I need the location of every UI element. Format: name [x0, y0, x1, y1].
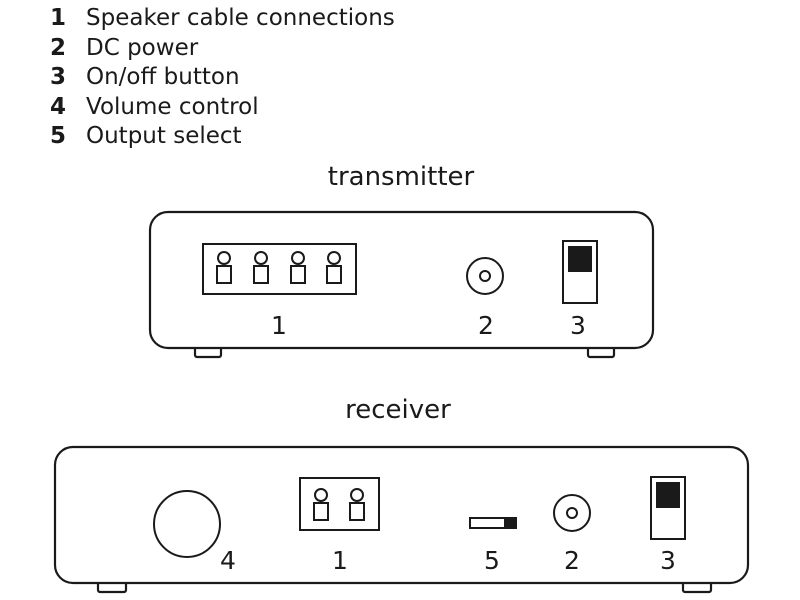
terminal-post [349, 488, 365, 521]
legend-item-1: 1 Speaker cable connections [50, 4, 395, 34]
legend-text: Volume control [86, 93, 259, 120]
receiver-label-volume: 4 [220, 546, 236, 575]
receiver-label-speaker: 1 [332, 546, 348, 575]
legend-item-3: 3 On/off button [50, 63, 395, 93]
legend-number: 5 [50, 123, 67, 149]
transmitter-dc-jack [466, 257, 504, 295]
receiver-body [53, 445, 750, 585]
transmitter-title: transmitter [328, 162, 475, 192]
legend-item-4: 4 Volume control [50, 93, 395, 123]
legend-item-2: 2 DC power [50, 34, 395, 64]
receiver-label-switch: 3 [660, 546, 676, 575]
legend-text: Output select [86, 123, 242, 149]
terminal-post [290, 251, 306, 284]
transmitter-unit [148, 210, 655, 359]
transmitter-label-speaker: 1 [271, 311, 287, 340]
receiver-title: receiver [345, 395, 451, 425]
receiver-label-output: 5 [484, 546, 500, 575]
slider-knob [504, 518, 516, 528]
switch-knob [656, 482, 680, 508]
transmitter-power-switch [562, 240, 598, 304]
receiver-output-select [469, 517, 517, 529]
receiver-label-dc: 2 [564, 546, 580, 575]
receiver-volume-knob [153, 490, 221, 558]
legend-text: Speaker cable connections [86, 5, 395, 31]
receiver-dc-jack [553, 494, 591, 532]
transmitter-label-dc: 2 [478, 311, 494, 340]
legend-number: 1 [50, 5, 67, 31]
terminal-post [216, 251, 232, 284]
terminal-post [253, 251, 269, 284]
terminal-post [313, 488, 329, 521]
terminal-post [326, 251, 342, 284]
transmitter-label-switch: 3 [570, 311, 586, 340]
switch-knob [568, 246, 592, 272]
legend-text: DC power [86, 34, 199, 61]
receiver-speaker-terminal [299, 477, 380, 531]
receiver-unit [53, 445, 750, 594]
legend-text: On/off button [86, 64, 240, 90]
receiver-power-switch [650, 476, 686, 540]
legend-number: 4 [50, 93, 67, 120]
legend-number: 3 [50, 64, 67, 90]
legend-item-5: 5 Output select [50, 122, 395, 152]
legend-list: 1 Speaker cable connections 2 DC power 3 On… [50, 4, 395, 152]
transmitter-speaker-terminal [202, 243, 357, 295]
legend-number: 2 [50, 34, 67, 61]
